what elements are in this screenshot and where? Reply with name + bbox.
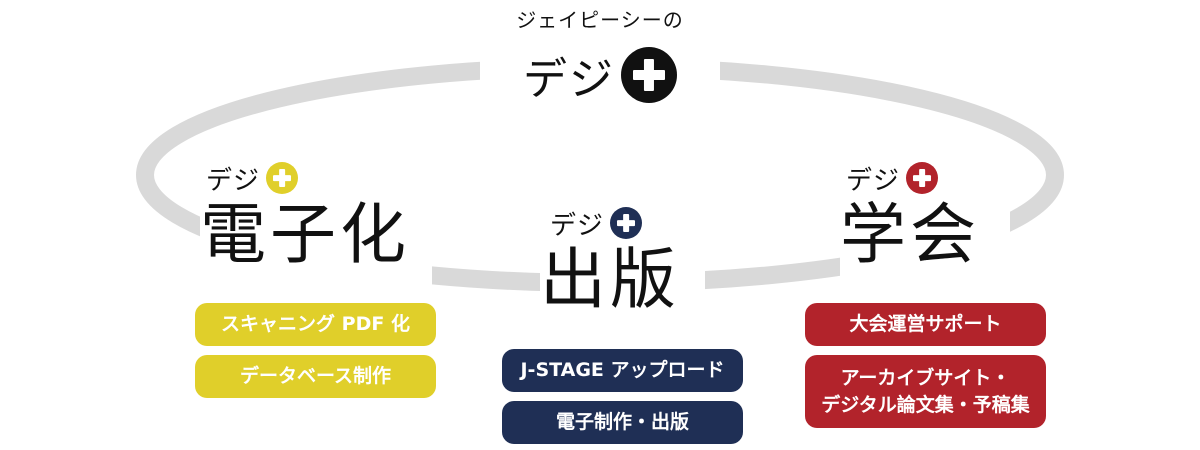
service-pill-epublish[interactable]: 電子制作・出版	[502, 401, 743, 444]
plus-circle-icon	[621, 47, 677, 103]
section-publish: デジ 出版	[540, 205, 705, 340]
brand-title: デジ	[523, 54, 615, 105]
service-pill-archive[interactable]: アーカイブサイト・ デジタル論文集・予稿集	[805, 355, 1046, 428]
service-pill-conference[interactable]: 大会運営サポート	[805, 303, 1046, 346]
section-prefix: デジ	[550, 210, 605, 241]
section-title: 出版	[540, 241, 680, 318]
plus-circle-icon	[906, 162, 939, 194]
section-prefix: デジ	[206, 165, 261, 196]
section-prefix: デジ	[846, 165, 901, 196]
section-digitize: デジ 電子化	[200, 160, 432, 300]
section-society: デジ 学会	[840, 160, 1010, 295]
service-pill-database[interactable]: データベース制作	[195, 355, 436, 398]
section-header: デジ	[846, 160, 1010, 196]
brand-mark: デジ	[480, 43, 720, 107]
section-header: デジ	[550, 205, 705, 241]
service-pill-jstage[interactable]: J-STAGE アップロード	[502, 349, 743, 392]
service-pill-scanning[interactable]: スキャニング PDF 化	[195, 303, 436, 346]
brand-subtitle: ジェイピーシーの	[516, 8, 684, 32]
plus-circle-icon	[610, 207, 643, 239]
section-title: 学会	[840, 196, 980, 273]
section-title: 電子化	[200, 196, 410, 273]
section-header: デジ	[206, 160, 432, 196]
plus-circle-icon	[266, 162, 299, 194]
brand-logo: ジェイピーシーの デジ	[480, 0, 720, 110]
